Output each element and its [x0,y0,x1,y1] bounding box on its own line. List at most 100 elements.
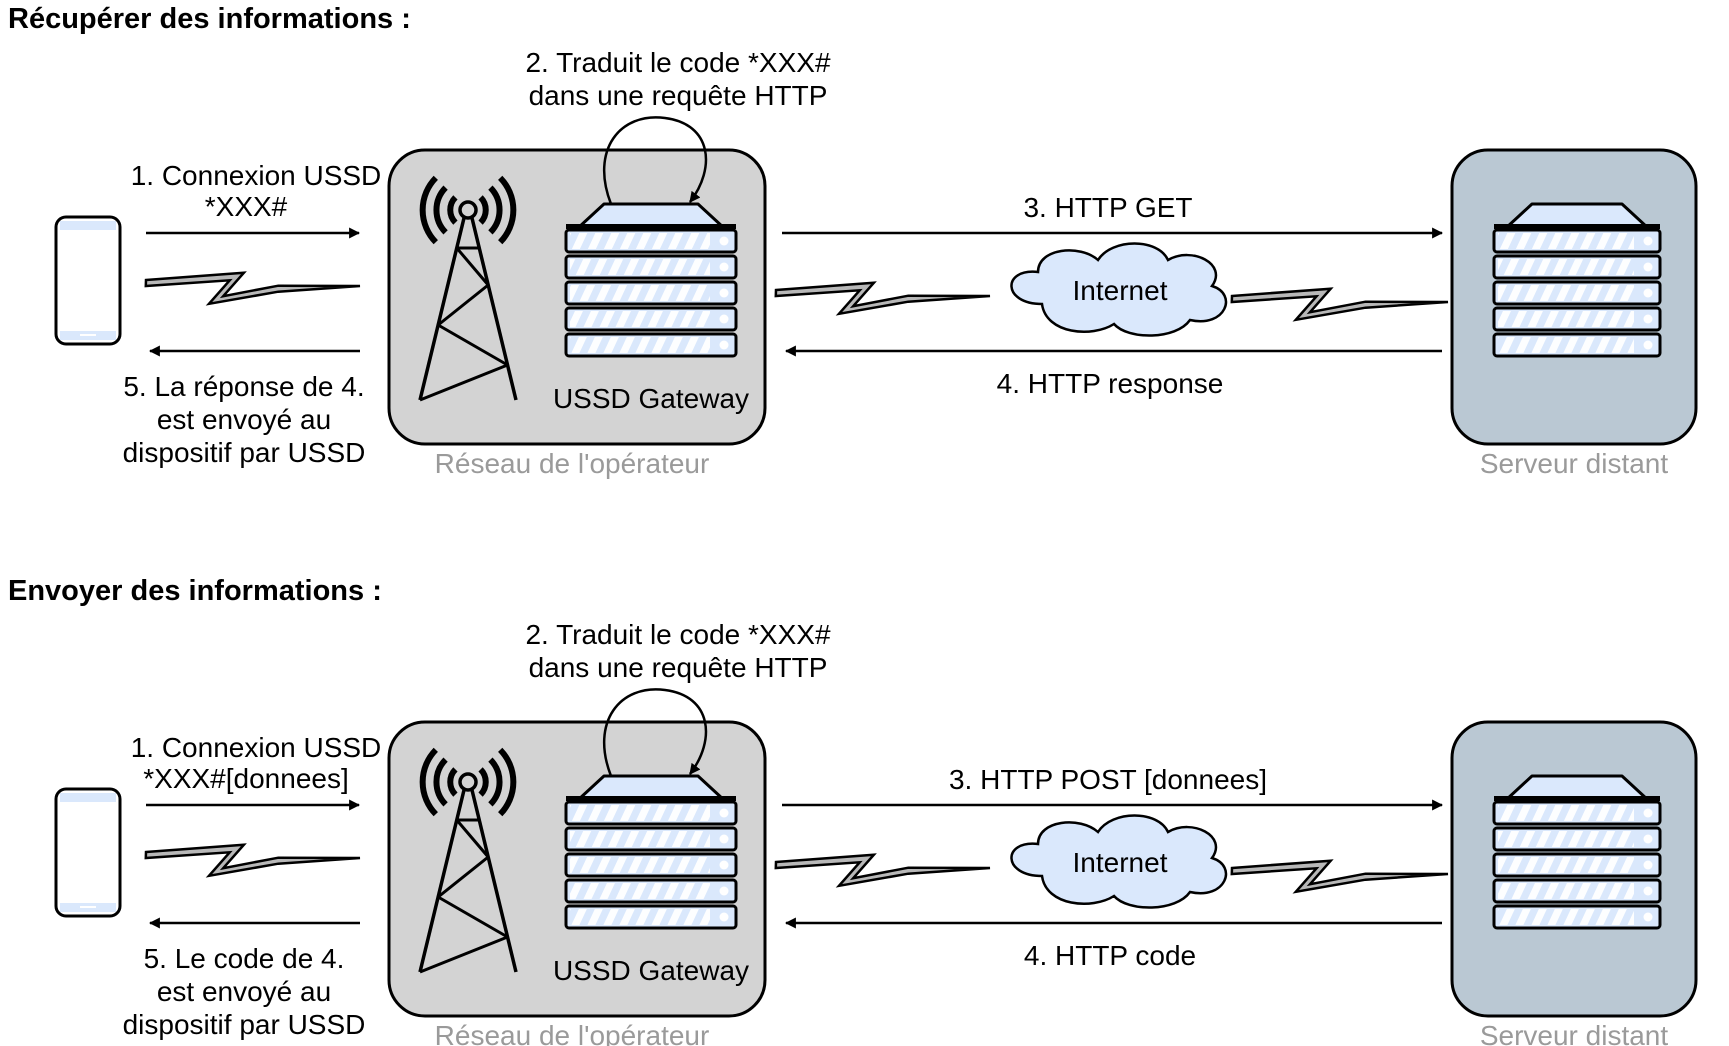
server-led [719,860,729,870]
step5-label: 5. Le code de 4.est envoyé audispositif … [123,943,366,1040]
server-led [1643,288,1653,298]
remote-server-caption: Serveur distant [1480,448,1669,479]
server-unit-stripes [570,311,710,327]
translate-loop-arrow [602,116,708,205]
server-top-base [1494,796,1660,801]
lightning-bolt-icon [144,843,361,878]
lightning-bolt-icon [144,271,361,306]
gateway-server-icon [564,202,738,358]
server-led [1643,236,1653,246]
step5-label: 5. La réponse de 4.est envoyé audisposit… [123,371,366,468]
server-unit-stripes [570,259,710,275]
step3-label: 3. HTTP POST [donnees] [949,764,1267,795]
step4-label: 4. HTTP code [1024,940,1196,971]
server-unit-stripes [570,909,710,925]
section-retrieve: Récupérer des informations :Réseau de l'… [8,3,1698,479]
signal-wave-left [447,767,458,797]
server-led [1643,340,1653,350]
tower-brace [437,855,490,899]
server-unit-stripes [570,285,710,301]
tower-brace [455,819,490,858]
server-unit-stripes [1498,909,1634,925]
step2-line: 2. Traduit le code *XXX# [525,47,831,78]
server-unit-stripes [570,857,710,873]
server-unit-stripes [1498,805,1634,821]
cloud-shape [1010,814,1228,909]
server-unit-stripes [570,805,710,821]
tower-brace [455,247,490,286]
signal-wave-right [478,767,489,797]
internet-label: Internet [1073,275,1168,306]
step5-line: 5. Le code de 4. [144,943,345,974]
signal-wave-left [419,747,439,817]
server-unit-stripes [570,831,710,847]
signal-wave-left [433,757,448,807]
server-led [719,886,729,896]
internet-label: Internet [1073,847,1168,878]
step2-label: 2. Traduit le code *XXX#dans une requête… [525,47,831,111]
step5-line: est envoyé au [157,976,331,1007]
signal-wave-right [488,757,503,807]
step3-label: 3. HTTP GET [1023,192,1192,223]
remote-server-caption: Serveur distant [1480,1020,1669,1046]
step1-label: 1. Connexion USSD*XXX#[donnees] [131,732,382,794]
signal-wave-right [497,747,517,817]
server-led [1643,314,1653,324]
server-led [719,912,729,922]
server-led [1643,886,1653,896]
signal-wave-right [488,185,503,235]
server-led [719,288,729,298]
server-unit-stripes [570,233,710,249]
section-send: Envoyer des informations :Réseau de l'op… [8,575,1698,1046]
server-led [1643,834,1653,844]
translate-loop-arrow [602,688,708,777]
phone-top-bar [60,221,116,230]
server-unit-stripes [1498,285,1634,301]
step2-line: dans une requête HTTP [529,80,828,111]
step4-label: 4. HTTP response [997,368,1224,399]
step5-line: est envoyé au [157,404,331,435]
step1-line: *XXX#[donnees] [143,763,349,794]
step1-label: 1. Connexion USSD*XXX# [131,160,382,222]
tower-brace [437,895,509,939]
phone-icon [54,215,122,346]
server-top-base [566,796,736,801]
internet-cloud-icon: Internet [1010,242,1228,337]
signal-wave-right [497,175,517,245]
lightning-bolt-icon [774,853,991,888]
phone-screen [60,229,116,329]
signal-wave-left [433,185,448,235]
section-title: Récupérer des informations : [8,3,411,35]
server-led [719,808,729,818]
server-led [719,834,729,844]
phone-top-bar [60,793,116,802]
server-led [719,262,729,272]
step5-line: 5. La réponse de 4. [123,371,364,402]
step5-line: dispositif par USSD [123,437,366,468]
lightning-bolt-icon [774,281,991,316]
signal-wave-left [447,195,458,225]
step2-line: dans une requête HTTP [529,652,828,683]
tower-brace [437,323,509,367]
server-led [1643,912,1653,922]
server-led [719,314,729,324]
server-led [1643,808,1653,818]
server-unit-stripes [1498,259,1634,275]
antenna-tower-icon [418,747,518,974]
server-unit-stripes [1498,857,1634,873]
remote-server-icon [1492,774,1662,930]
antenna-tip [458,772,478,792]
server-unit-stripes [570,337,710,353]
step2-line: 2. Traduit le code *XXX# [525,619,831,650]
signal-wave-left [419,175,439,245]
antenna-tower-icon [418,175,518,402]
server-top-base [1494,224,1660,229]
server-top-base [566,224,736,229]
cloud-shape [1010,242,1228,337]
server-unit-stripes [1498,337,1634,353]
server-led [1643,860,1653,870]
server-led [1643,262,1653,272]
step1-line: *XXX# [205,191,288,222]
server-unit-stripes [1498,831,1634,847]
